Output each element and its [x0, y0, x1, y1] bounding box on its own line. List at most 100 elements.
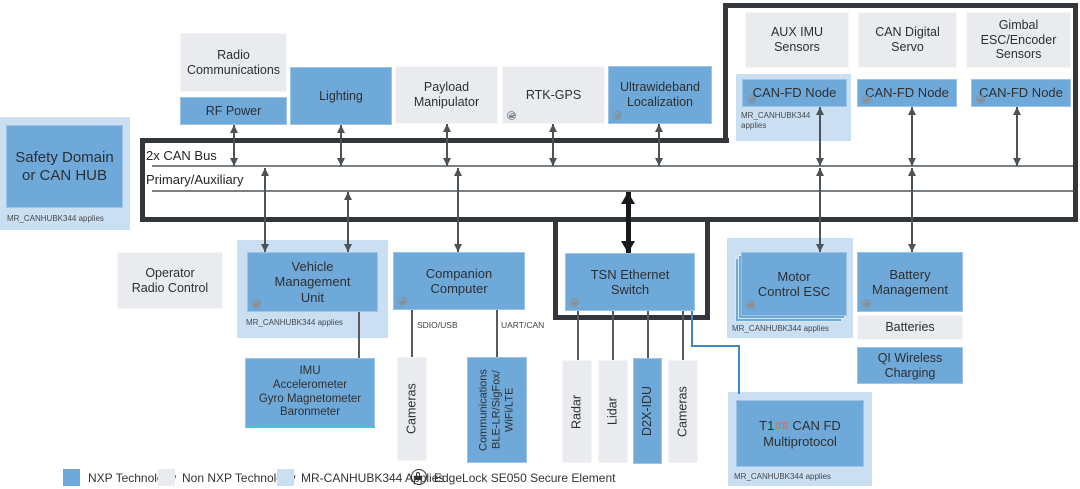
t1-rest: CAN FD Multiprotocol [763, 418, 841, 449]
legend-swatch-mr [277, 469, 294, 486]
canfd-node1-label: CAN-FD Node [752, 85, 837, 101]
motor-control-esc-box: Motor Control ESC [741, 252, 847, 316]
line-tsn-t1-horizontal [691, 345, 740, 347]
line-tsn-t1-vertical1 [691, 311, 693, 347]
legend-nxp-label: NXP Technology [88, 471, 177, 485]
line-tsn-lidar [612, 311, 614, 360]
lighting-box: Lighting [290, 67, 392, 125]
edgelock-icon [613, 111, 622, 120]
aux-imu-sensors-box: AUX IMU Sensors [745, 12, 849, 68]
companion-computer-box: Companion Computer [393, 252, 525, 310]
arrow-rtk-bus [549, 124, 557, 166]
arrow-rfpower-bus [230, 125, 238, 166]
link-label-sdio: SDIO/USB [417, 320, 458, 330]
sensor-group-outline-right [1073, 3, 1078, 222]
tsn-switch-label: TSN Ethernet Switch [590, 266, 670, 297]
edgelock-icon [507, 111, 516, 120]
arrow-payload-bus [443, 124, 451, 166]
can-bus-line-primary [152, 165, 1073, 167]
arrow-bus-motor [816, 168, 824, 252]
battery-management-box: Battery Management [857, 252, 963, 312]
link-label-uart: UART/CAN [501, 320, 545, 330]
t1-caption: MR_CANHUBK344 applies [734, 472, 831, 481]
arrow-canfd2-bus [908, 107, 916, 166]
arrow-uwb-bus [655, 124, 663, 166]
safety-domain-caption: MR_CANHUBK344 applies [7, 214, 104, 223]
vmu-caption: MR_CANHUBK344 applies [246, 318, 343, 327]
rtk-gps-label: RTK-GPS [525, 87, 582, 102]
arrow-canfd1-bus [816, 107, 824, 166]
canfd-node3-box: CAN-FD Node [971, 79, 1071, 107]
line-tsn-radar [577, 311, 579, 360]
rtk-gps-box: RTK-GPS [502, 66, 605, 124]
motor-esc-label: Motor Control ESC [757, 268, 831, 299]
t1-label: T1## CAN FD Multiprotocol [759, 418, 841, 449]
payload-manipulator-box: Payload Manipulator [395, 66, 498, 124]
canfd-node1-caption: MR_CANHUBK344 applies [741, 111, 811, 130]
sensor-group-outline-top [723, 3, 1078, 8]
radar-box: Radar [562, 360, 592, 463]
lidar-box: Lidar [598, 360, 628, 463]
line-vmu-imu [358, 310, 360, 358]
arrow-bus-battery [908, 168, 916, 252]
motor-esc-caption: MR_CANHUBK344 applies [732, 324, 829, 333]
communications-box: Communications BLE-LR/SigFox/ WiFi/LTE [467, 357, 527, 463]
edgelock-legend-icon [411, 469, 427, 485]
imu-sensor-stack-box: IMU Accelerometer Gyro Magnetometer Baro… [245, 358, 375, 428]
canfd-node3-label: CAN-FD Node [979, 85, 1063, 101]
tsn-ethernet-switch-box: TSN Ethernet Switch [565, 253, 695, 311]
arrow-bus-vmu-auxiliary [344, 192, 352, 252]
arrow-lighting-bus [337, 125, 345, 166]
batteries-box: Batteries [857, 315, 963, 340]
edgelock-icon [252, 299, 261, 308]
ultrawideband-box: Ultrawideband Localization [608, 66, 712, 124]
can-bus-label: 2x CAN Bus [146, 148, 217, 163]
edgelock-icon [747, 95, 756, 104]
rf-power-box: RF Power [180, 97, 287, 125]
legend-mr-label: MR-CANHUBK344 Applies [301, 471, 445, 485]
t1-prefix: T1 [759, 418, 775, 434]
radio-communications-box: Radio Communications [180, 33, 287, 92]
ultrawideband-label: Ultrawideband Localization [620, 80, 700, 109]
legend-swatch-nxp [63, 469, 80, 486]
edgelock-icon [862, 299, 871, 308]
companion-computer-label: Companion Computer [425, 265, 493, 296]
safety-domain-box: Safety Domain or CAN HUB [6, 125, 123, 208]
canfd-node1-box: CAN-FD Node [742, 79, 847, 107]
battery-management-label: Battery Management [872, 266, 948, 297]
legend-swatch-non-nxp [158, 469, 175, 486]
sensor-group-outline-left [723, 3, 728, 143]
line-companion-cameras [411, 310, 413, 357]
bus-outline-top [140, 138, 729, 143]
edgelock-icon [746, 300, 755, 309]
tsn-switch-outline [553, 217, 710, 320]
edgelock-icon [570, 298, 579, 307]
operator-radio-control-box: Operator Radio Control [117, 252, 223, 309]
bus-outline-left [140, 138, 145, 222]
vmu-label: Vehicle Management Unit [274, 259, 351, 305]
line-tsn-cameras [682, 311, 684, 360]
cameras-box-1: Cameras [397, 357, 427, 461]
can-bus-sublabel: Primary/Auxiliary [146, 172, 244, 187]
arrow-bus-vmu-primary [261, 168, 269, 252]
can-bus-line-auxiliary [152, 190, 1073, 192]
legend-edgelock-label: EdgeLock SE050 Secure Element [434, 471, 616, 485]
arrow-canfd3-bus [1013, 107, 1021, 166]
edgelock-icon [976, 95, 985, 104]
vehicle-management-unit-box: Vehicle Management Unit [247, 252, 378, 312]
line-companion-comms [496, 310, 498, 357]
arrow-bus-tsn-thick [621, 192, 635, 253]
d2x-idu-box: D2X-IDU [633, 358, 662, 464]
edgelock-icon [862, 95, 871, 104]
qi-wireless-charging-box: QI Wireless Charging [857, 347, 963, 384]
can-digital-servo-box: CAN Digital Servo [858, 12, 957, 68]
canfd-node2-box: CAN-FD Node [857, 79, 957, 107]
edgelock-icon [398, 297, 407, 306]
t1-hash: ## [774, 418, 789, 434]
gimbal-esc-encoder-box: Gimbal ESC/Encoder Sensors [966, 12, 1071, 68]
cameras-box-2: Cameras [668, 360, 698, 463]
line-tsn-t1-vertical2 [738, 345, 740, 394]
line-tsn-d2x [647, 311, 649, 358]
legend-non-nxp-label: Non NXP Technology [182, 471, 296, 485]
